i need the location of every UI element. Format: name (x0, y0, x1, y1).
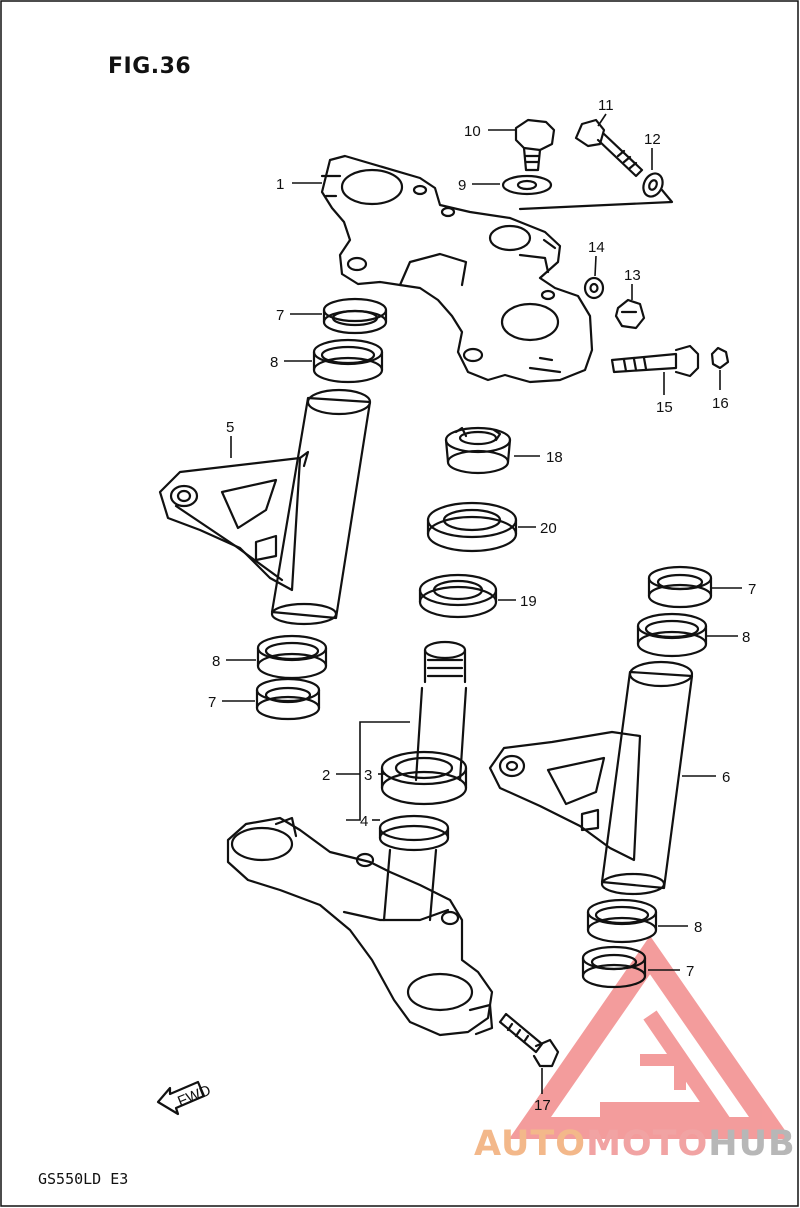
watermark-text: AUTOMOTOHUB (474, 1124, 796, 1164)
nut-16 (710, 346, 730, 370)
washer-14 (583, 276, 605, 300)
bearing-3 (380, 750, 468, 806)
callout-13: 13 (624, 267, 641, 284)
cushion-8-lower-right (586, 898, 658, 944)
callout-11: 11 (598, 97, 614, 114)
callout-2: 2 (322, 767, 330, 784)
callout-1: 1 (276, 176, 284, 193)
front-direction-arrow (156, 1080, 206, 1116)
leader-lines (222, 113, 742, 1094)
assembly-line-10 (542, 238, 557, 250)
upper-bracket (320, 154, 594, 384)
watermark-part-1: AUTO (474, 1124, 587, 1164)
watermark-part-3: HUB (708, 1124, 796, 1164)
cushion-8-upper-right (636, 612, 708, 658)
callout-10: 10 (464, 123, 481, 140)
cushion-7-upper-left (322, 297, 388, 335)
callout-7-a: 7 (276, 307, 284, 324)
bolt-11 (574, 118, 644, 178)
callout-8-a: 8 (270, 354, 278, 371)
washer-9 (501, 174, 553, 196)
callout-15: 15 (656, 399, 673, 416)
seal-4 (378, 814, 450, 852)
callout-16: 16 (712, 395, 729, 412)
steering-nut-18 (444, 426, 512, 475)
callout-9: 9 (458, 177, 466, 194)
callout-8-c: 8 (742, 629, 750, 646)
fork-ear-5 (158, 388, 372, 626)
assembly-line-11 (518, 188, 674, 211)
callout-7-b: 7 (208, 694, 216, 711)
callout-4: 4 (360, 813, 368, 830)
callout-17: 17 (534, 1097, 551, 1114)
steering-stem-2 (414, 640, 468, 782)
callout-5: 5 (226, 419, 234, 436)
washer-12 (642, 172, 664, 198)
callout-8-b: 8 (212, 653, 220, 670)
nut-13 (614, 298, 646, 330)
watermark-logo (508, 935, 792, 1139)
cushion-7-upper-right (647, 565, 713, 609)
bearing-19 (418, 573, 498, 619)
front-mark-label: FWD (175, 1082, 213, 1111)
model-code: GS550LD E3 (38, 1170, 129, 1188)
callout-18: 18 (546, 449, 563, 466)
lower-bracket (226, 816, 494, 1037)
cushion-7-lower-right (581, 945, 647, 989)
callout-14: 14 (588, 239, 605, 256)
callout-12: 12 (644, 131, 661, 148)
cushion-7-lower-left (255, 677, 321, 721)
bolt-10 (514, 118, 556, 172)
cushion-8-upper-left (312, 338, 384, 384)
callout-6: 6 (722, 769, 730, 786)
bolt-17 (498, 1012, 560, 1068)
callout-7-d: 7 (686, 963, 694, 980)
callout-7-c: 7 (748, 581, 756, 598)
cushion-8-lower-left (256, 634, 328, 680)
bolt-15 (610, 344, 700, 378)
figure-title: FIG.36 (108, 54, 192, 79)
fork-ear-6 (488, 660, 694, 896)
callout-8-d: 8 (694, 919, 702, 936)
callout-20: 20 (540, 520, 557, 537)
callout-19: 19 (520, 593, 537, 610)
callout-3: 3 (364, 767, 372, 784)
dust-seal-20 (426, 501, 518, 553)
watermark-part-2: MOTO (586, 1124, 709, 1164)
